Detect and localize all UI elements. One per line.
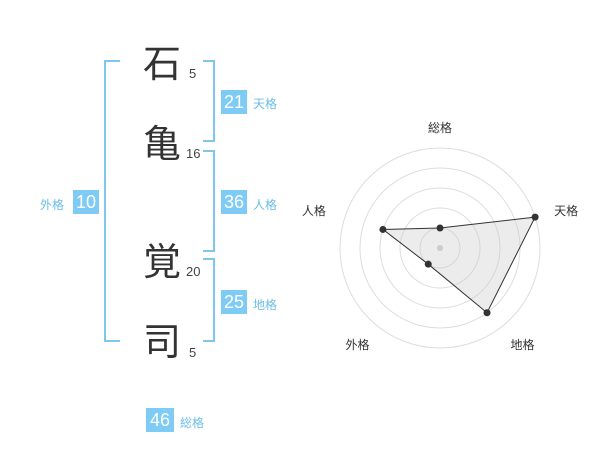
radar-point-1: [436, 224, 444, 232]
radar-ring: [379, 187, 501, 309]
stroke-count-2: 16: [186, 146, 201, 161]
tenkaku-bracket: [203, 60, 215, 142]
chikaku-score: 25: [221, 290, 247, 314]
radar-axis-label-4: 外格: [345, 337, 369, 352]
tenkaku-label: 天格: [253, 97, 278, 111]
gaikaku-label: 外格: [40, 198, 65, 212]
jinkaku-label: 人格: [253, 198, 278, 212]
soukaku-label: 総格: [180, 416, 205, 430]
radar-ring: [339, 147, 541, 349]
radar-center: [437, 245, 443, 251]
radar-polygon: [381, 216, 536, 314]
name-char-1: 石: [143, 42, 182, 86]
stroke-count-3: 20: [186, 264, 201, 279]
soukaku-score: 46: [146, 408, 174, 432]
radar-axis-label-5: 人格: [302, 203, 326, 218]
name-char-2: 亀: [143, 122, 182, 166]
gaikaku-score: 10: [73, 190, 99, 214]
radar-point-2: [531, 213, 539, 221]
radar-point-4: [424, 260, 432, 268]
chikaku-bracket: [203, 258, 215, 342]
name-char-4: 司: [143, 320, 182, 364]
radar-axis-label-1: 総格: [428, 120, 452, 135]
chikaku-label: 地格: [253, 298, 278, 312]
radar-ring: [399, 207, 481, 289]
stroke-count-1: 5: [189, 66, 197, 81]
stroke-count-4: 5: [189, 345, 197, 360]
radar-axis-label-3: 地格: [511, 337, 535, 352]
radar-axis-label-2: 天格: [554, 203, 578, 218]
jinkaku-bracket: [203, 150, 215, 252]
gaikaku-bracket: [104, 60, 120, 342]
jinkaku-score: 36: [221, 190, 247, 214]
name-char-3: 覚: [143, 240, 182, 284]
tenkaku-score: 21: [221, 90, 247, 114]
radar-point-3: [483, 309, 491, 317]
radar-point-5: [379, 225, 387, 233]
